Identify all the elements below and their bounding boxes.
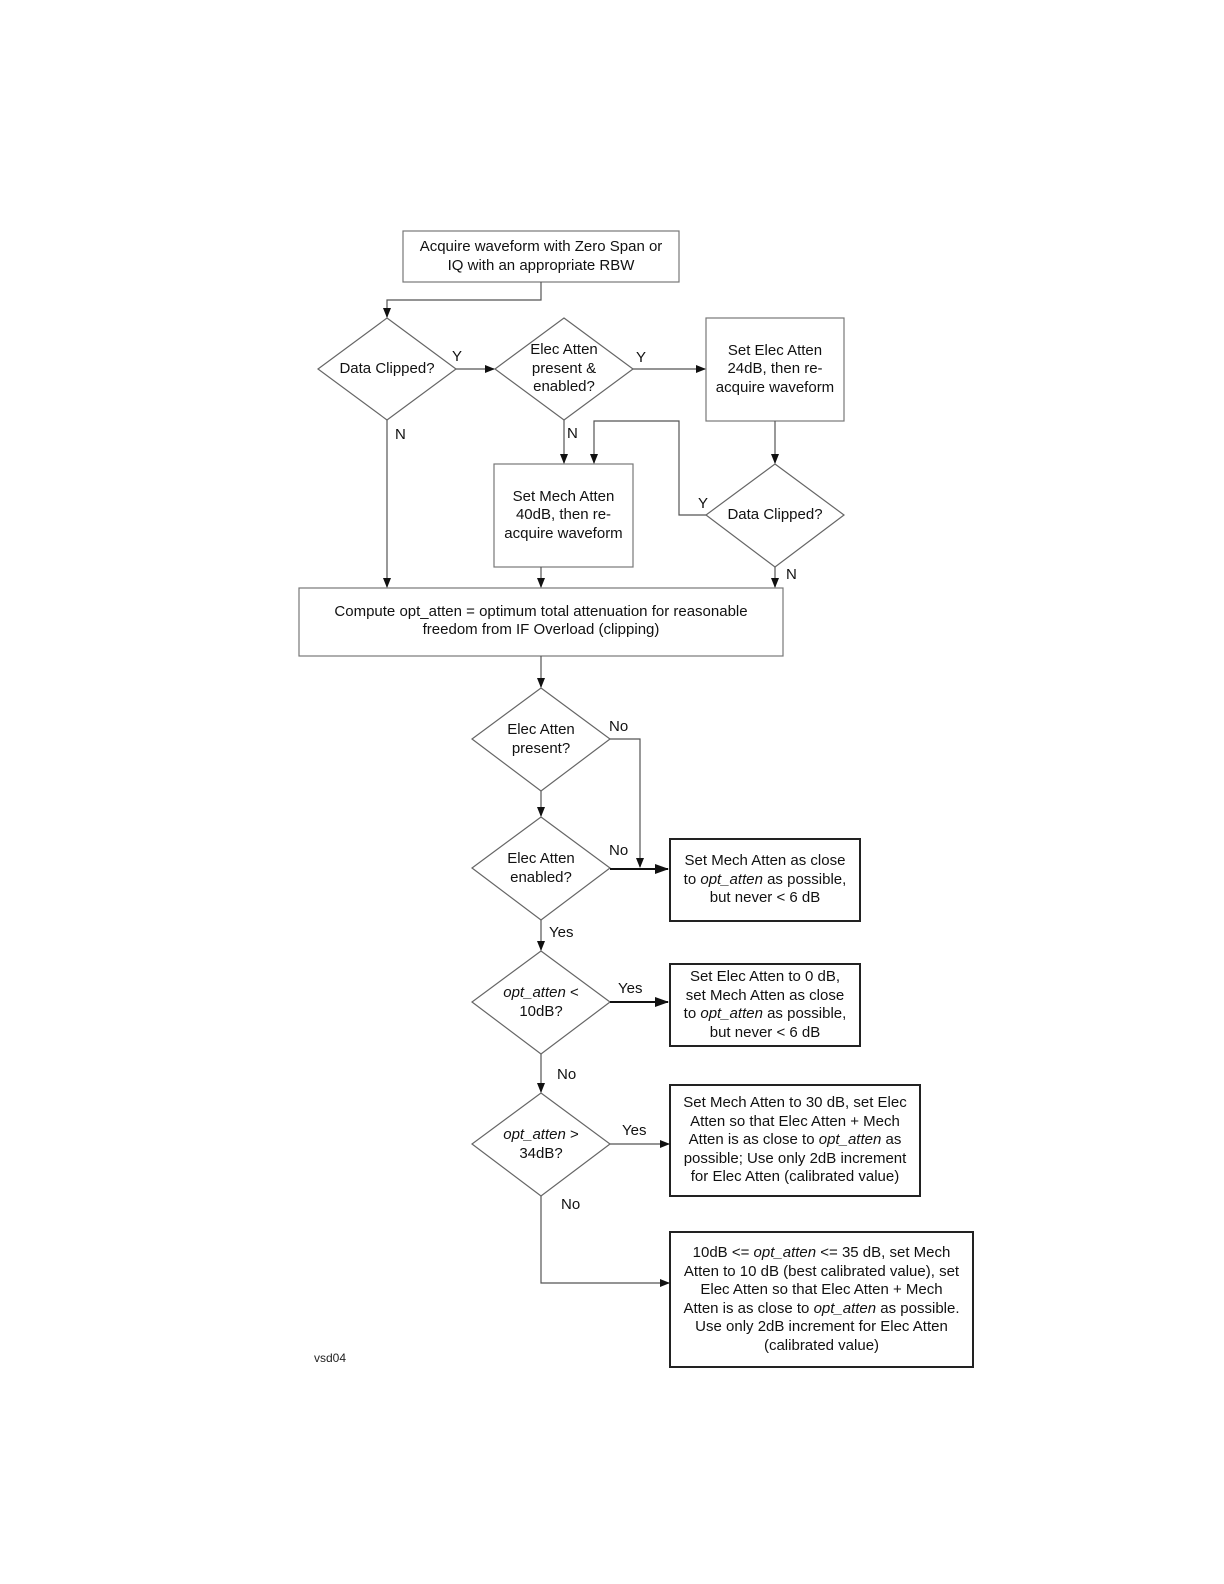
label-line: Use only 2dB increment for Elec Atten (695, 1318, 948, 1335)
label-line: acquire waveform (504, 524, 623, 542)
label-line: for Elec Atten (calibrated value) (690, 1168, 900, 1186)
edge-label-eape-n: N (567, 425, 578, 442)
opt-gt-34-label: opt_atten >34dB? (472, 1093, 610, 1196)
edge-acquire-to-dc1 (383, 282, 542, 318)
label-line: set Mech Atten as close (685, 986, 845, 1004)
label-line: enabled? (533, 378, 595, 396)
set-elec-0-box (669, 963, 861, 1047)
label-line: to opt_atten as possible, (683, 870, 847, 888)
label-line: 34dB? (519, 1144, 563, 1162)
edge-label-eae-no: No (609, 842, 629, 859)
label-line: Atten to 10 dB (best calibrated value), … (683, 1262, 960, 1280)
label-line: possible; Use only 2dB increment (683, 1149, 907, 1167)
compute-opt-atten-label: Compute opt_atten = optimum total attenu… (299, 588, 783, 654)
label-line: enabled? (510, 868, 572, 886)
set-mech-30-box (669, 1084, 921, 1197)
range-10-35-box (669, 1231, 974, 1368)
label-line: 24dB, then re- (727, 360, 823, 378)
label-line: (calibrated value) (763, 1336, 880, 1354)
label-line: acquire waveform (715, 378, 835, 396)
edge-label-lt10-yes: Yes (618, 980, 643, 997)
label-line: Elec Atten (507, 850, 575, 867)
label-line: Compute opt_atten = optimum total attenu… (334, 602, 748, 620)
edge-label-eape-y: Y (636, 349, 647, 366)
label-line: opt_atten < (503, 984, 579, 1001)
acquire-box (402, 230, 680, 283)
label-line: freedom from IF Overload (clipping) (422, 621, 660, 638)
label-line: but never < 6 dB (709, 1023, 821, 1041)
label-line: Set Mech Atten as close (684, 852, 846, 870)
label-line: Acquire waveform with Zero Span or (419, 238, 663, 255)
set-mech-close-box (669, 838, 861, 922)
label-line: Set Mech Atten (512, 487, 615, 505)
edge-eap-no (610, 738, 644, 868)
data-clipped-2-label: Data Clipped? (706, 464, 844, 567)
figure-code: vsd04 (314, 1351, 347, 1365)
edge-label-gt34-yes: Yes (622, 1122, 647, 1139)
data-clipped-1-label: Data Clipped? (318, 318, 456, 420)
label-line: 10dB <= opt_atten <= 35 dB, set Mech (692, 1244, 951, 1261)
label-line: Atten is as close to opt_atten as (688, 1131, 902, 1149)
label-line: Elec Atten so that Elec Atten + Mech (700, 1281, 943, 1298)
label-line: Atten is as close to opt_atten as possib… (683, 1299, 960, 1317)
edge-label-gt34-no: No (561, 1196, 581, 1213)
label-line: Set Mech Atten to 30 dB, set Elec (683, 1094, 907, 1112)
label-line: IQ with an appropriate RBW (447, 256, 635, 274)
edge-label-dc2-y: Y (698, 495, 709, 512)
edge-label-dc2-n: N (786, 566, 797, 583)
label-line: Atten so that Elec Atten + Mech (690, 1112, 900, 1130)
label-line: Data Clipped? (727, 506, 823, 524)
label-line: Set Elec Atten to 0 dB, (689, 968, 841, 985)
edge-label-eap-no: No (609, 718, 629, 735)
edge-gt34-no (540, 1196, 670, 1287)
label-line: Set Elec Atten (727, 341, 823, 359)
set-elec-0-label: Set Elec Atten to 0 dB,set Mech Atten as… (670, 964, 860, 1046)
label-line: opt_atten > (503, 1126, 579, 1143)
edge-label-eae-yes: Yes (549, 924, 574, 941)
label-line: to opt_atten as possible, (683, 1005, 847, 1022)
edge-label-dc1-y: Y (452, 348, 463, 365)
label-line: present & (531, 359, 597, 377)
edge-dc2-yes (590, 420, 706, 516)
label-line: Elec Atten (530, 341, 598, 359)
label-line: Data Clipped? (339, 359, 435, 377)
edge-label-lt10-no: No (557, 1066, 577, 1083)
set-mech-atten-40-box (493, 463, 634, 568)
opt-lt-10-label: opt_atten <10dB? (472, 951, 610, 1054)
label-line: 10dB? (519, 1002, 563, 1020)
label-line: present? (511, 739, 571, 757)
label-line: Elec Atten (507, 721, 575, 738)
label-line: but never < 6 dB (709, 889, 821, 907)
label-line: 40dB, then re- (515, 506, 612, 524)
edge-label-dc1-n: N (395, 426, 406, 443)
